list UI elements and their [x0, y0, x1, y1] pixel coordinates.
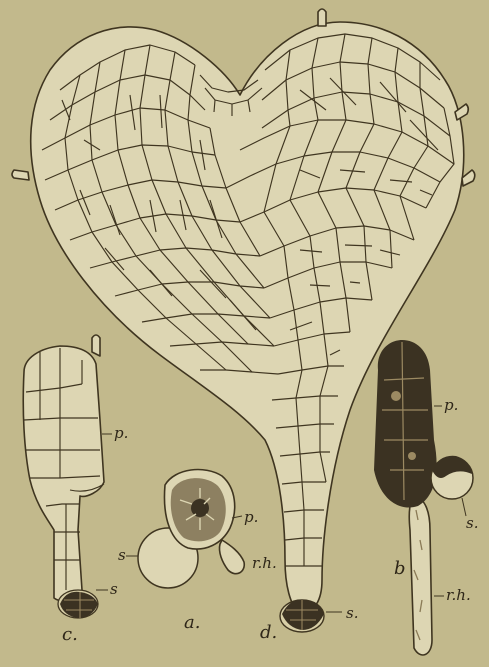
hair-left: [12, 170, 29, 180]
filament-c-outline: [23, 346, 104, 601]
label-a: a.: [184, 612, 200, 633]
germination-a: p. s r.h. a.: [118, 470, 277, 633]
rhizoid-a: [219, 540, 244, 574]
hair-right-2: [462, 170, 475, 186]
filament-c: p. s c.: [23, 335, 128, 645]
spore-b: [431, 456, 473, 499]
label-a-rh: r.h.: [252, 554, 277, 572]
label-c: c.: [62, 624, 78, 645]
hair-top: [318, 9, 326, 26]
label-a-p: p.: [244, 508, 258, 526]
rhizoid-b: [409, 498, 432, 655]
label-d-s: s.: [346, 604, 358, 622]
prothallium-d: s. d.: [12, 9, 475, 643]
filament-c-hair: [92, 335, 100, 356]
prothallium-b: [374, 340, 437, 508]
label-a-s: s: [118, 546, 126, 564]
label-c-p: p.: [114, 424, 128, 442]
label-d: d.: [260, 622, 277, 643]
label-b-s: s.: [466, 514, 478, 532]
label-b-rh: r.h.: [446, 586, 471, 604]
spore-c: [58, 590, 98, 618]
label-b: b: [394, 558, 406, 579]
label-c-s: s: [110, 580, 118, 598]
specimen-b: p. s. r.h. b: [374, 340, 478, 655]
label-b-p: p.: [444, 396, 458, 414]
spore-d: [280, 600, 324, 632]
